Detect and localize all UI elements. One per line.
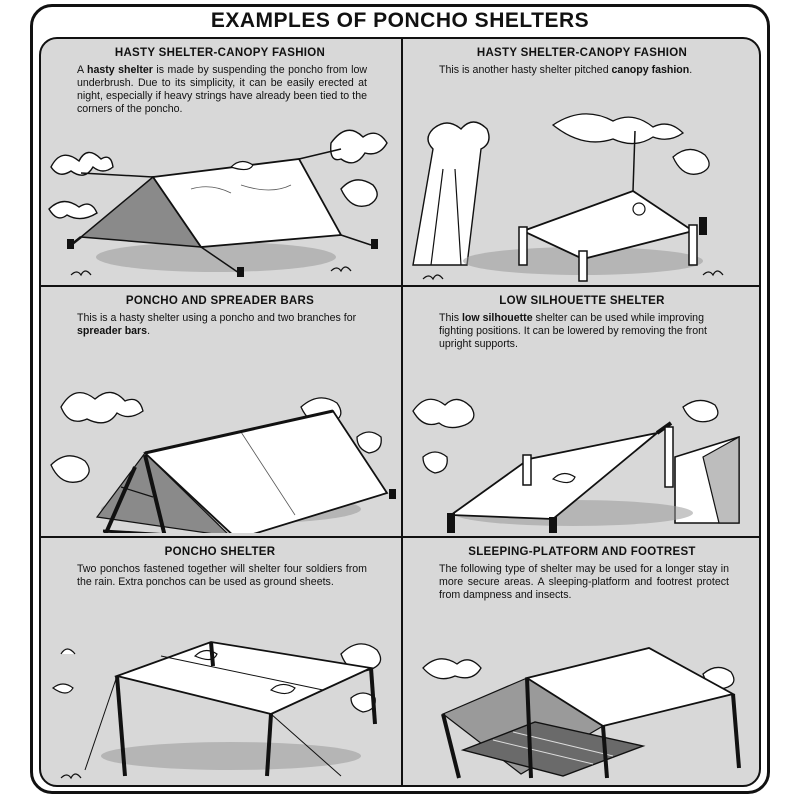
panel-grid: HASTY SHELTER-CANOPY FASHION A hasty she…	[39, 37, 761, 787]
panel-description: This is another hasty shelter pitched ca…	[439, 64, 693, 76]
panel-description: This is a hasty shelter using a poncho a…	[77, 312, 357, 337]
page-title: EXAMPLES OF PONCHO SHELTERS	[210, 9, 590, 32]
panel-description: The following type of shelter may be use…	[439, 563, 729, 601]
vertical-divider	[401, 39, 403, 785]
panel-title: SLEEPING-PLATFORM AND FOOTREST	[468, 546, 696, 558]
panel-description: A hasty shelter is made by suspending th…	[77, 64, 367, 115]
horizontal-divider-2	[41, 536, 759, 538]
panel-title: PONCHO AND SPREADER BARS	[125, 295, 315, 307]
poster-sheet: EXAMPLES OF PONCHO SHELTERS	[30, 4, 770, 794]
panel-title: HASTY SHELTER-CANOPY FASHION	[476, 47, 688, 59]
panel-description: Two ponchos fastened together will shelt…	[77, 563, 367, 588]
panel-low-silhouette: LOW SILHOUETTE SHELTER This low silhouet…	[403, 287, 759, 533]
panel-poncho-shelter: PONCHO SHELTER Two ponchos fastened toge…	[41, 538, 399, 784]
panel-title: LOW SILHOUETTE SHELTER	[499, 295, 665, 307]
panel-title: HASTY SHELTER-CANOPY FASHION	[114, 47, 326, 59]
panel-title: PONCHO SHELTER	[164, 546, 276, 558]
panel-sleeping-platform: SLEEPING-PLATFORM AND FOOTREST The follo…	[403, 538, 759, 784]
panel-hasty-shelter-2: HASTY SHELTER-CANOPY FASHION This is ano…	[403, 39, 759, 285]
horizontal-divider-1	[41, 285, 759, 287]
panel-spreader-bars: PONCHO AND SPREADER BARS This is a hasty…	[41, 287, 399, 533]
panel-hasty-shelter-1: HASTY SHELTER-CANOPY FASHION A hasty she…	[41, 39, 399, 285]
panel-description: This low silhouette shelter can be used …	[439, 312, 707, 350]
